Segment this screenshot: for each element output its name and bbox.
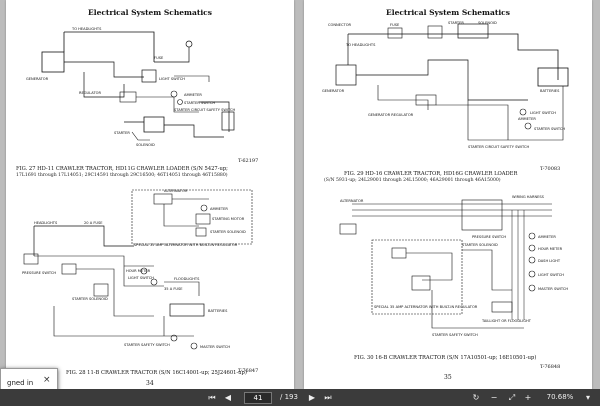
label-starter-solenoid: STARTER SOLENOID (462, 243, 498, 247)
label-hour-meter: HOUR METER (538, 247, 563, 251)
label-starter: STARTER (448, 21, 464, 25)
close-icon[interactable]: × (43, 375, 51, 385)
prev-page-icon[interactable]: ◀ (224, 393, 232, 402)
page-number-input[interactable]: 41 (244, 392, 272, 404)
label-solenoid: SOLENOID (136, 143, 155, 147)
label-master-switch: MASTER SWITCH (538, 287, 568, 291)
label-starter-switch: STARTER SWITCH (534, 127, 565, 131)
next-page-icon[interactable]: ▶ (308, 393, 316, 402)
fig28-schematic: ALTERNATOR AMMETER STARTING MOTOR STARTE… (22, 189, 253, 350)
label-special-alternator: SPECIAL 35 AMP ALTERNATOR WITH BUILT-IN … (374, 305, 478, 309)
fig30-schematic: ALTERNATOR WIRING HARNESS PRESSURE SWITC… (339, 195, 568, 337)
label-safety-switch: STARTER SAFETY SWITCH (432, 333, 478, 337)
label-wiring-harness: WIRING HARNESS (512, 195, 545, 199)
label-headlights: HEADLIGHTS (34, 221, 58, 225)
last-page-icon[interactable]: ⏭ (324, 393, 332, 402)
fig27-caption: FIG. 27 HD-11 CRAWLER TRACTOR, HD11G CRA… (16, 166, 228, 172)
notification-text: gned in (7, 379, 34, 387)
label-light-switch: LIGHT SWITCH (530, 111, 556, 115)
label-generator: GENERATOR (322, 89, 345, 93)
label-light-switch: LIGHT SWITCH (538, 273, 564, 277)
pdf-toolbar: ⏮ ◀ 41 / 193 ▶ ⏭ ↻ − ⤢ + 70.68% ▾ (0, 389, 600, 406)
first-page-icon[interactable]: ⏮ (208, 393, 216, 402)
fig28-tnumber: T-76847 (238, 368, 259, 374)
page-number: 35 (444, 374, 452, 381)
label-to-headlights: TO HEADLIGHTS (345, 43, 376, 47)
label-hour-meter: HOUR METER (126, 269, 151, 273)
label-generator: GENERATOR (26, 77, 49, 81)
label-pressure-switch: PRESSURE SWITCH (22, 271, 56, 275)
label-35a-fuse: 35 A FUSE (164, 287, 183, 291)
fig27-schematic: TO HEADLIGHTS FUSE GENERATOR LIGHT SWITC… (26, 27, 235, 147)
zoom-dropdown-icon[interactable]: ▾ (585, 393, 590, 402)
label-starter-solenoid: STARTER SOLENOID (210, 230, 246, 234)
fig29-caption: FIG. 29 HD-16 CRAWLER TRACTOR, HD16G CRA… (344, 171, 518, 177)
label-generator-regulator: GENERATOR REGULATOR (368, 113, 414, 117)
page-number: 34 (146, 380, 154, 387)
fig30-caption: FIG. 30 16-B CRAWLER TRACTOR (S/N 17A105… (354, 355, 537, 361)
label-floodlights: FLOODLIGHTS (174, 277, 200, 281)
label-ammeter: AMMETER (518, 117, 536, 121)
zoom-in-icon[interactable]: + (524, 393, 532, 402)
label-batteries: BATTERIES (208, 309, 228, 313)
label-batteries: BATTERIES (540, 89, 560, 93)
label-starting-motor: STARTING MOTOR (212, 217, 245, 221)
zoom-level[interactable]: 70.68% (546, 393, 574, 401)
label-starter-solenoid-2: STARTER SOLENOID (72, 297, 108, 301)
label-20a-fuse: 20 A FUSE (84, 221, 103, 225)
fig29-tnumber: T-70083 (540, 166, 561, 172)
label-connector: CONNECTOR (328, 23, 352, 27)
label-solenoid: SOLENOID (478, 21, 497, 25)
fig29-caption-line2: (S/N 5931-up; 24L29001 through 24L15000;… (324, 178, 501, 183)
label-safety-switch: STARTER SAFETY SWITCH (124, 343, 170, 347)
label-fuse: FUSE (390, 23, 400, 27)
page-34: Electrical System Schematics TO HEADLIGH… (6, 0, 294, 389)
label-dash-light: DASH LIGHT (538, 259, 561, 263)
zoom-out-icon[interactable]: − (490, 393, 498, 402)
label-ammeter: AMMETER (184, 93, 202, 97)
label-alternator: ALTERNATOR (340, 199, 364, 203)
label-ammeter: AMMETER (538, 235, 556, 239)
rotate-icon[interactable]: ↻ (472, 393, 480, 402)
fig29-schematic: CONNECTOR FUSE STARTER SOLENOID TO HEADL… (322, 21, 569, 149)
page-35: Electrical System Schematics CONNECTOR F… (304, 0, 592, 389)
fig30-tnumber: T-76848 (540, 364, 561, 370)
page-title: Electrical System Schematics (88, 8, 212, 17)
label-starter: STARTER (114, 131, 130, 135)
label-light-switch: LIGHT SWITCH (128, 276, 154, 280)
total-pages: / 193 (280, 393, 298, 401)
label-safety-switch: STARTER CIRCUIT SAFETY SWITCH (174, 108, 235, 112)
label-safety-switch: STARTER CIRCUIT SAFETY SWITCH (468, 145, 529, 149)
label-alternator: ALTERNATOR (164, 189, 188, 193)
label-to-headlights: TO HEADLIGHTS (71, 27, 102, 31)
label-regulator: REGULATOR (79, 91, 101, 95)
label-master-switch: MASTER SWITCH (200, 345, 230, 349)
label-ammeter: AMMETER (210, 207, 228, 211)
label-taillight: TAILLIGHT OR FLOODLIGHT (481, 319, 532, 323)
fit-page-icon[interactable]: ⤢ (508, 393, 516, 402)
fig27-caption-line2: 17L1691 through 17L14051; 29C14591 throu… (16, 173, 228, 178)
label-special-alternator: SPECIAL 35 AMP ALTERNATOR WITH BUILT-IN … (134, 243, 238, 247)
fig28-caption: FIG. 28 11-B CRAWLER TRACTOR (S/N 16C140… (66, 370, 247, 376)
label-pressure-switch: PRESSURE SWITCH (472, 235, 506, 239)
page-title: Electrical System Schematics (386, 8, 510, 17)
label-fuse: FUSE (154, 56, 164, 60)
fig27-tnumber: T-62197 (238, 158, 259, 164)
label-light-switch: LIGHT SWITCH (159, 77, 185, 81)
label-starter-switch: STARTER SWITCH (184, 101, 215, 105)
